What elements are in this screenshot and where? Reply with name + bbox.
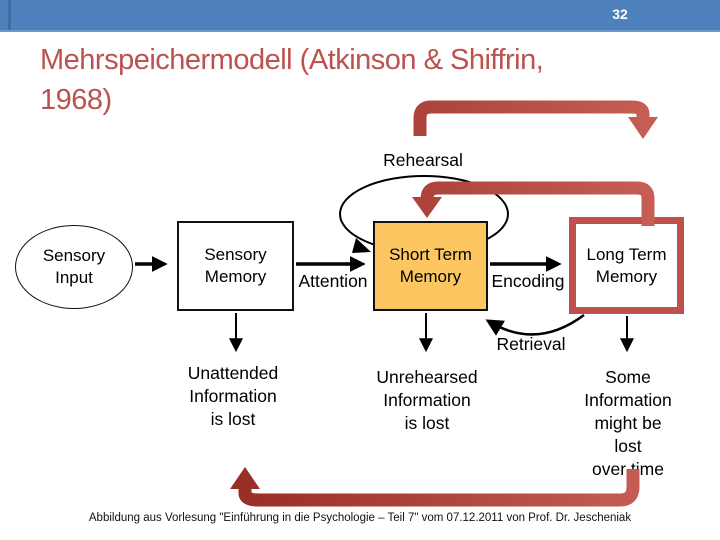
slide-title-line2: 1968) [40, 84, 112, 116]
label-encoding: Encoding [491, 271, 565, 291]
node-short-term-memory: Short Term Memory [373, 221, 488, 311]
label-retrieval: Retrieval [496, 334, 566, 354]
node-sensory-memory: Sensory Memory [177, 221, 294, 311]
label-rehearsal: Rehearsal [383, 150, 463, 170]
label-attention: Attention [298, 271, 368, 291]
outcome-unattended: Unattended Information is lost [187, 363, 279, 429]
outcome-some-information: Some Information might be lost over time [584, 367, 672, 479]
slide-title-line1: Mehrspeichermodell (Atkinson & Shiffrin, [40, 44, 544, 76]
page-number: 32 [612, 6, 628, 22]
outcome-unrehearsed: Unrehearsed Information is lost [376, 367, 478, 433]
node-sensory-input: Sensory Input [15, 225, 133, 309]
node-long-term-memory: Long Term Memory [569, 217, 684, 314]
source-caption: Abbildung aus Vorlesung "Einführung in d… [88, 512, 632, 524]
header-bar: 32 [0, 0, 720, 32]
header-accent-line [8, 0, 11, 30]
rehearsal-loop-arrowhead-icon [352, 238, 371, 253]
slide-title: Mehrspeichermodell (Atkinson & Shiffrin,… [40, 40, 700, 120]
